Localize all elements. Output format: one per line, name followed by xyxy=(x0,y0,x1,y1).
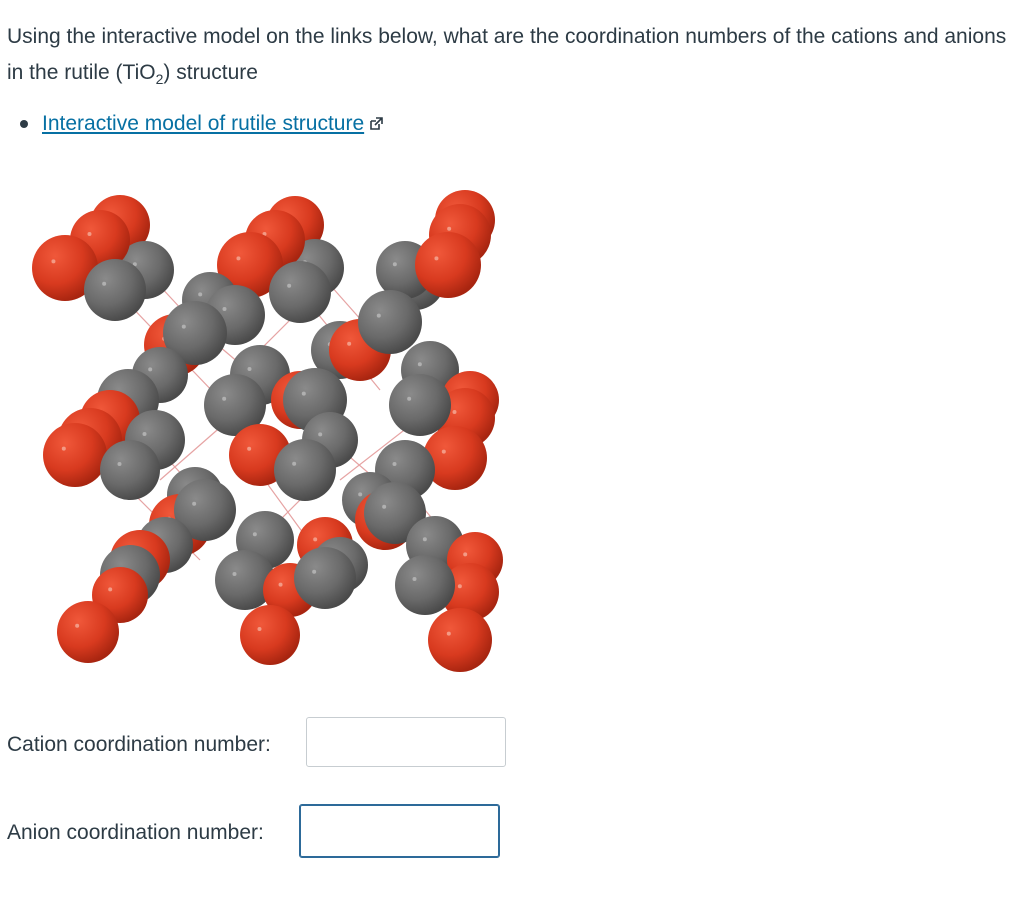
atom-highlight xyxy=(257,627,262,631)
atom-highlight xyxy=(412,577,417,581)
atom-highlight xyxy=(287,283,292,288)
atom-highlight xyxy=(198,292,203,297)
atom-highlight xyxy=(247,446,252,451)
atom-highlight xyxy=(452,410,457,414)
atom-spheres xyxy=(32,190,503,672)
oxygen-atom xyxy=(217,232,283,298)
cation-coordination-input[interactable] xyxy=(306,717,506,767)
atom-highlight xyxy=(318,432,323,437)
atom-highlight xyxy=(102,281,107,286)
anion-coordination-input[interactable] xyxy=(299,804,500,858)
atom-highlight xyxy=(463,552,468,557)
question-text: Using the interactive model on the links… xyxy=(7,19,1012,91)
atom-highlight xyxy=(312,569,317,574)
atom-highlight xyxy=(192,501,197,506)
list-item: Interactive model of rutile structure xyxy=(20,108,384,140)
rutile-structure-model xyxy=(32,190,503,672)
atom-highlight xyxy=(422,537,427,542)
atom-highlight xyxy=(382,504,387,509)
atom-highlight xyxy=(457,584,462,589)
titanium-atom xyxy=(389,374,451,436)
oxygen-atom xyxy=(32,235,98,301)
atom-highlight xyxy=(181,324,186,329)
atom-highlight xyxy=(247,367,252,371)
anion-label: Anion coordination number: xyxy=(7,821,264,845)
atom-highlight xyxy=(75,623,80,628)
cation-label: Cation coordination number: xyxy=(7,733,271,757)
atom-highlight xyxy=(292,461,297,466)
oxygen-atom xyxy=(423,426,487,490)
external-link-icon[interactable] xyxy=(368,116,384,132)
atom-highlight xyxy=(392,262,397,267)
question-subscript: 2 xyxy=(155,71,164,88)
atom-highlight xyxy=(446,631,451,636)
titanium-atom xyxy=(395,555,455,615)
atom-highlight xyxy=(61,446,66,451)
titanium-atom xyxy=(163,301,227,365)
titanium-atom xyxy=(358,290,422,354)
bullet-icon xyxy=(20,120,28,128)
atom-highlight xyxy=(407,396,412,401)
oxygen-atom xyxy=(43,423,107,487)
oxygen-atom xyxy=(57,601,119,663)
titanium-atom xyxy=(100,440,160,500)
titanium-atom xyxy=(269,261,331,323)
titanium-atom xyxy=(174,479,236,541)
atom-highlight xyxy=(358,492,363,497)
atom-highlight xyxy=(347,341,352,346)
atom-highlight xyxy=(392,462,397,466)
atom-highlight xyxy=(313,537,318,542)
titanium-atom xyxy=(84,259,146,321)
anion-row: Anion coordination number: xyxy=(7,821,264,845)
atom-highlight xyxy=(417,362,422,367)
atom-highlight xyxy=(222,307,227,311)
titanium-atom xyxy=(274,439,336,501)
question-text-part: Using the interactive model on the links… xyxy=(7,25,1007,84)
atom-highlight xyxy=(142,432,147,436)
atom-highlight xyxy=(376,313,381,318)
atom-highlight xyxy=(108,587,113,592)
rutile-model-link[interactable]: Interactive model of rutile structure xyxy=(42,112,365,135)
link-list: Interactive model of rutile structure xyxy=(20,108,384,140)
atom-highlight xyxy=(301,391,306,396)
atom-highlight xyxy=(252,532,257,537)
oxygen-atom xyxy=(240,605,300,665)
titanium-atom xyxy=(294,547,356,609)
titanium-atom xyxy=(215,550,275,610)
question-text-end: ) structure xyxy=(163,61,258,84)
oxygen-atom xyxy=(415,232,481,298)
atom-highlight xyxy=(232,572,237,576)
atom-highlight xyxy=(148,367,153,372)
atom-highlight xyxy=(434,256,439,261)
atom-highlight xyxy=(132,262,137,267)
titanium-atom xyxy=(364,482,426,544)
atom-highlight xyxy=(222,396,227,401)
atom-highlight xyxy=(447,226,452,231)
atom-highlight xyxy=(236,256,241,261)
atom-highlight xyxy=(441,449,446,454)
oxygen-atom xyxy=(441,563,499,621)
cation-row: Cation coordination number: xyxy=(7,733,271,757)
atom-highlight xyxy=(87,232,92,236)
atom-highlight xyxy=(278,582,283,587)
atom-highlight xyxy=(117,462,122,466)
oxygen-atom xyxy=(428,608,492,672)
titanium-atom xyxy=(204,374,266,436)
atom-highlight xyxy=(51,259,56,264)
